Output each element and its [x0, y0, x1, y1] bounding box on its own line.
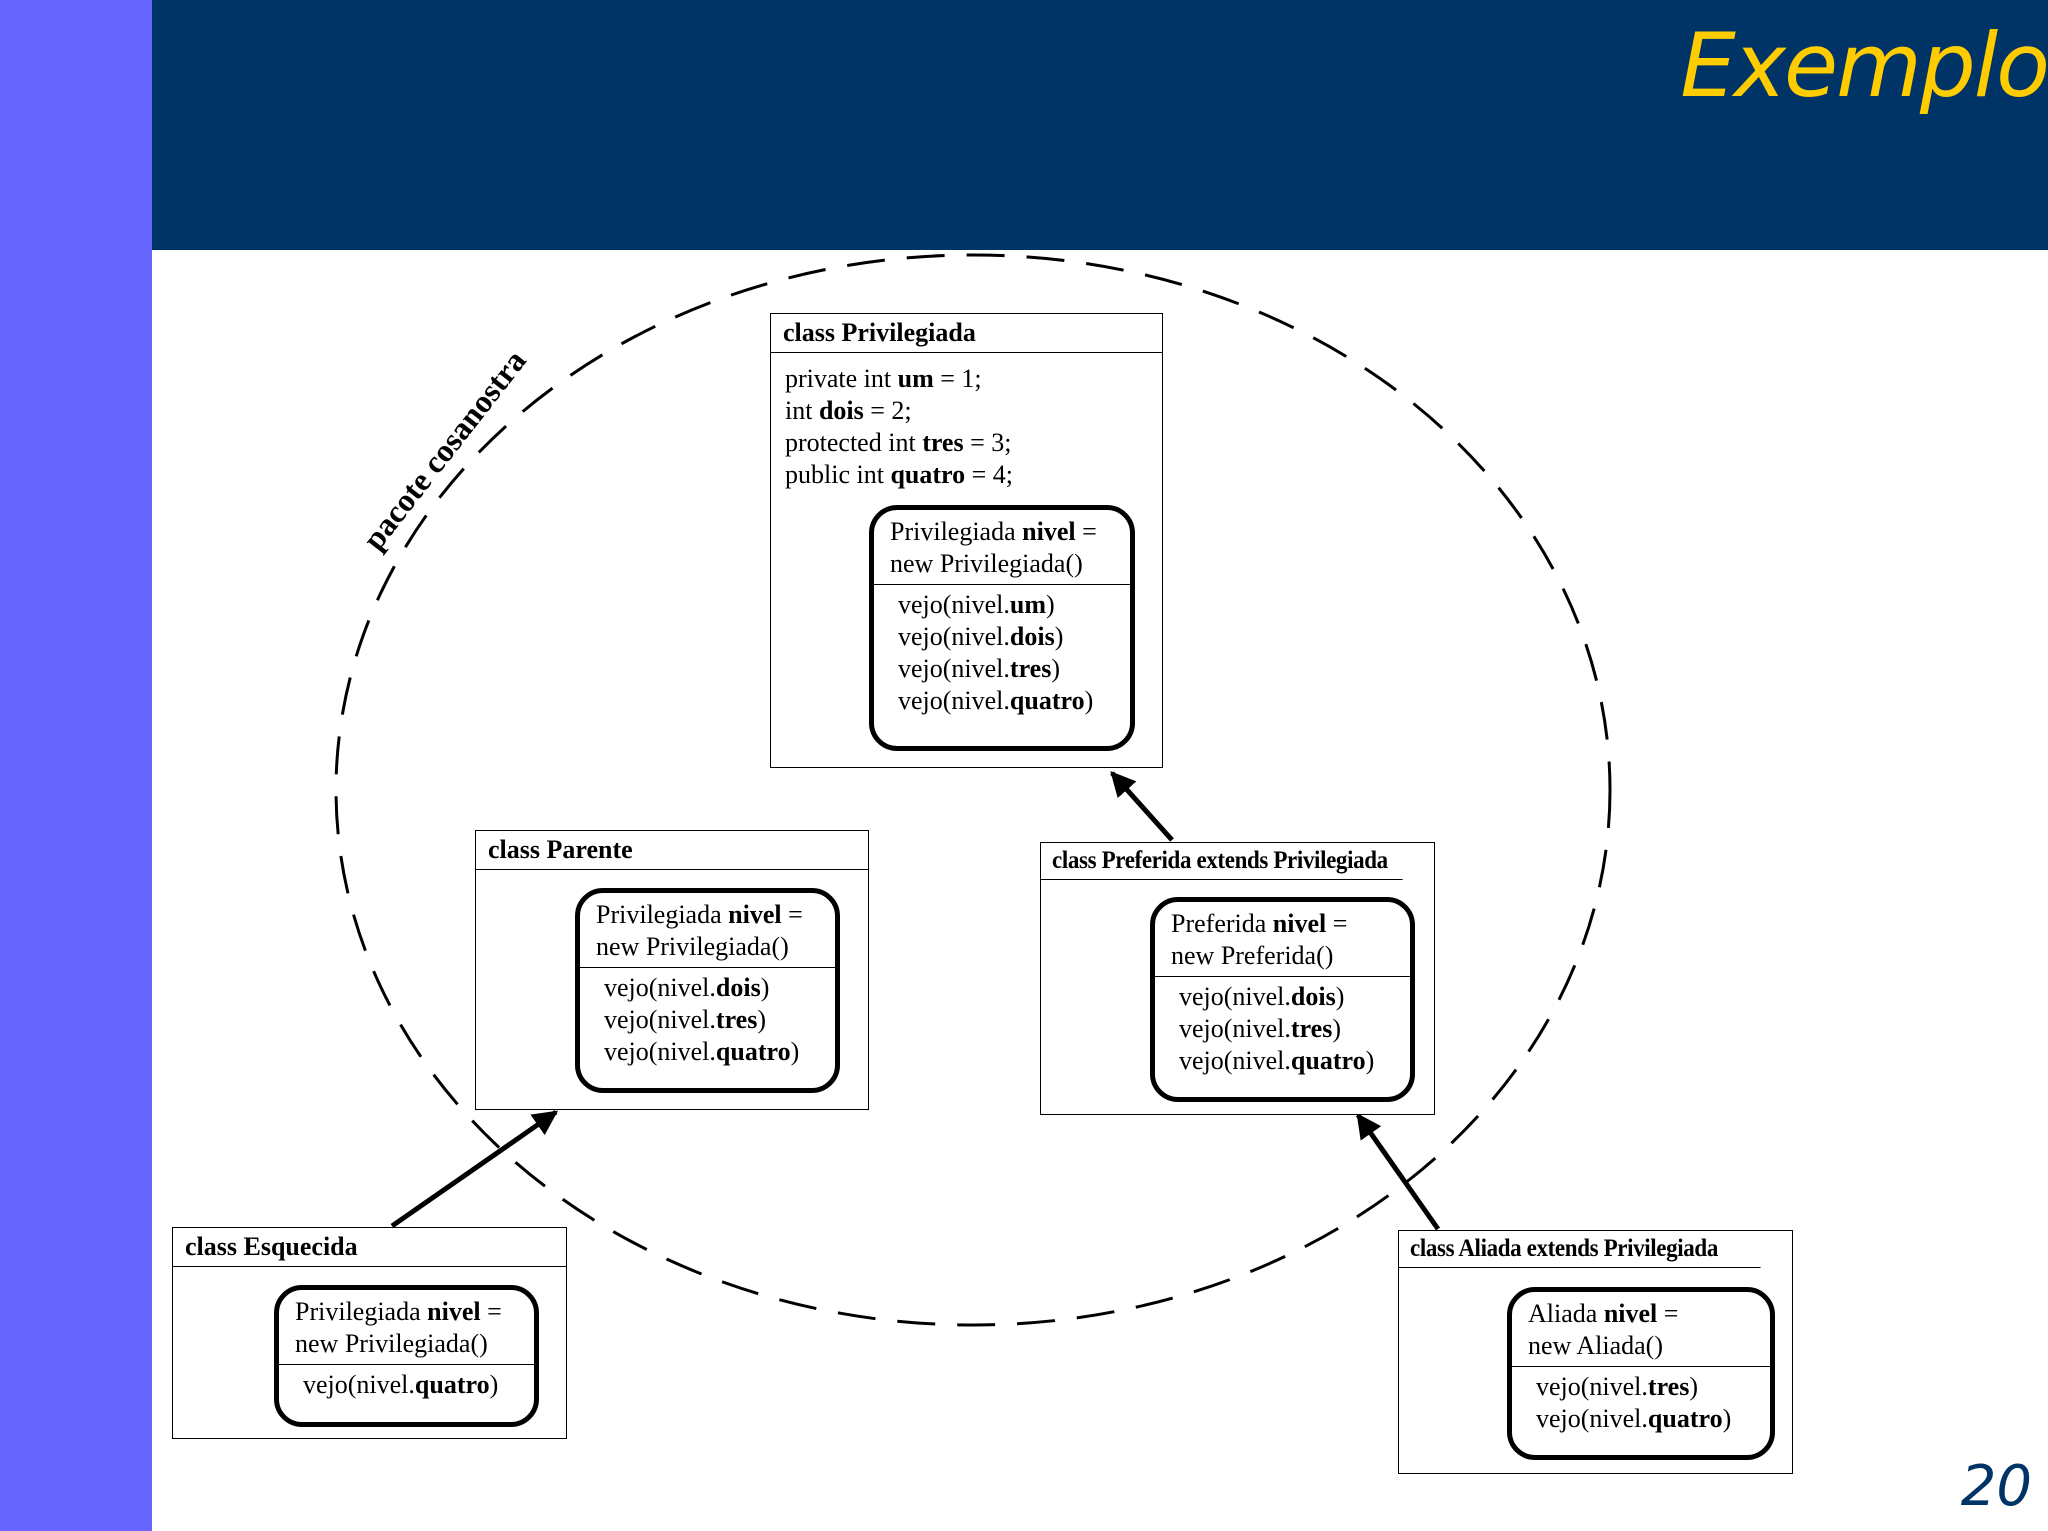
slide-title: Exemplo	[1680, 14, 2048, 117]
left-accent-band	[0, 0, 152, 1531]
object-accesses: vejo(nivel.um) vejo(nivel.dois) vejo(niv…	[874, 585, 1130, 721]
privilegiada-object: Privilegiada nivel = new Privilegiada() …	[869, 505, 1135, 751]
object-declaration: Preferida nivel = new Preferida()	[1155, 902, 1410, 977]
access-quatro: vejo(nivel.quatro)	[1179, 1046, 1375, 1075]
class-esquecida-header: class Esquecida	[173, 1228, 566, 1267]
object-declaration: Privilegiada nivel = new Privilegiada()	[279, 1290, 534, 1365]
object-declaration: Privilegiada nivel = new Privilegiada()	[580, 893, 835, 968]
access-quatro: vejo(nivel.quatro)	[1536, 1404, 1732, 1433]
package-label: pacote cosanostra	[355, 343, 533, 556]
arrow-esquecida-to-parente	[390, 1109, 559, 1229]
arrow-preferida-to-privilegiada	[1110, 771, 1174, 842]
access-dois: vejo(nivel.dois)	[898, 622, 1064, 651]
object-declaration: Privilegiada nivel = new Privilegiada()	[874, 510, 1130, 585]
field-dois: int dois = 2;	[785, 396, 912, 425]
access-dois: vejo(nivel.dois)	[1179, 982, 1345, 1011]
access-tres: vejo(nivel.tres)	[898, 654, 1060, 683]
object-accesses: vejo(nivel.dois) vejo(nivel.tres) vejo(n…	[580, 968, 835, 1072]
object-declaration: Aliada nivel = new Aliada()	[1512, 1292, 1770, 1367]
access-tres: vejo(nivel.tres)	[604, 1005, 766, 1034]
object-accesses: vejo(nivel.quatro)	[279, 1365, 534, 1405]
access-tres: vejo(nivel.tres)	[1536, 1372, 1698, 1401]
access-quatro: vejo(nivel.quatro)	[604, 1037, 800, 1066]
class-aliada-header: class Aliada extends Privilegiada	[1399, 1231, 1761, 1268]
class-parente-header: class Parente	[476, 831, 868, 870]
access-quatro: vejo(nivel.quatro)	[898, 686, 1094, 715]
preferida-object: Preferida nivel = new Preferida() vejo(n…	[1150, 897, 1415, 1102]
field-um: private int um = 1;	[785, 364, 982, 393]
access-um: vejo(nivel.um)	[898, 590, 1055, 619]
aliada-object: Aliada nivel = new Aliada() vejo(nivel.t…	[1507, 1287, 1775, 1460]
field-quatro: public int quatro = 4;	[785, 460, 1013, 489]
package-boundary	[334, 253, 1612, 1327]
access-quatro: vejo(nivel.quatro)	[303, 1370, 499, 1399]
field-tres: protected int tres = 3;	[785, 428, 1012, 457]
object-accesses: vejo(nivel.dois) vejo(nivel.tres) vejo(n…	[1155, 977, 1410, 1081]
esquecida-object: Privilegiada nivel = new Privilegiada() …	[274, 1285, 539, 1427]
slide-header: Exemplo	[152, 0, 2048, 250]
page-number: 20	[1960, 1454, 2032, 1519]
access-tres: vejo(nivel.tres)	[1179, 1014, 1341, 1043]
class-privilegiada-fields: private int um = 1; int dois = 2; protec…	[771, 353, 1162, 491]
class-privilegiada-header: class Privilegiada	[771, 314, 1162, 353]
access-dois: vejo(nivel.dois)	[604, 973, 770, 1002]
object-accesses: vejo(nivel.tres) vejo(nivel.quatro)	[1512, 1367, 1770, 1439]
parente-object: Privilegiada nivel = new Privilegiada() …	[575, 888, 840, 1093]
class-preferida-header: class Preferida extends Privilegiada	[1041, 843, 1403, 880]
arrow-aliada-to-preferida	[1355, 1112, 1441, 1231]
